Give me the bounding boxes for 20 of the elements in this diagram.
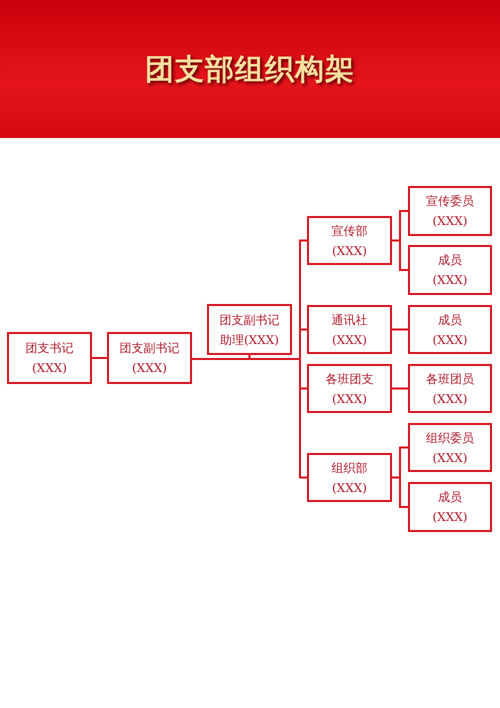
position-box: 通讯社 (XXX)	[307, 305, 392, 354]
connector-line	[192, 355, 250, 360]
position-box: 成员 (XXX)	[408, 305, 492, 354]
position-box: 宣传部 (XXX)	[307, 216, 392, 265]
connector-line	[392, 476, 408, 508]
title: 团支部组织构架	[144, 51, 356, 88]
position-box: 团支副书记 (XXX)	[107, 332, 192, 384]
connector-line	[392, 328, 408, 330]
position-box: 宣传委员 (XXX)	[408, 186, 492, 236]
connector-line	[392, 388, 408, 390]
position-box: 组织委员 (XXX)	[408, 423, 492, 472]
connector-line	[92, 357, 107, 359]
position-box: 各班团支 (XXX)	[307, 364, 392, 413]
connector-line	[392, 240, 408, 271]
position-box: 组织部 (XXX)	[307, 453, 392, 502]
position-box: 成员 (XXX)	[408, 245, 492, 295]
position-box: 各班团员 (XXX)	[408, 364, 492, 413]
position-box: 团支副书记助理(XXX)	[207, 304, 292, 355]
position-box: 成员 (XXX)	[408, 482, 492, 532]
position-box: 团支书记 (XXX)	[7, 332, 92, 384]
